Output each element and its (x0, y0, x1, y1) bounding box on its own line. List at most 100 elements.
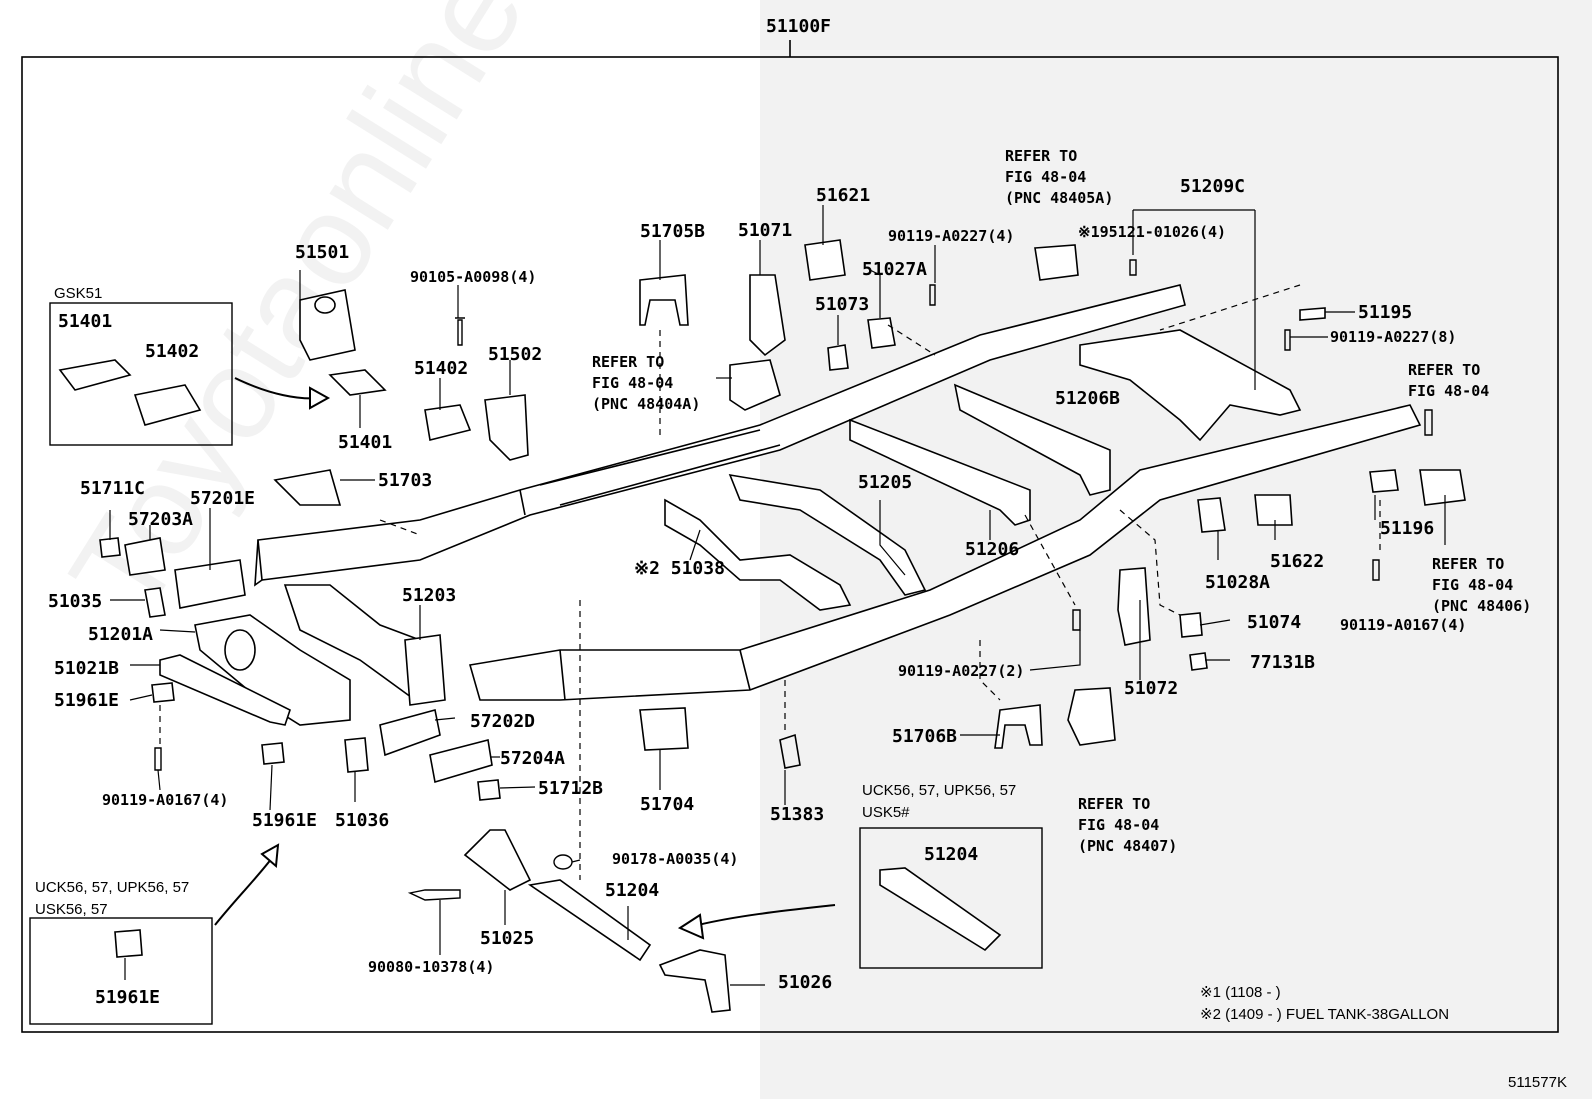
part-51028a: 51028A (1205, 572, 1271, 593)
part-51704: 51704 (640, 794, 695, 815)
part-51071: 51071 (738, 220, 793, 241)
part-51026: 51026 (778, 972, 833, 993)
bracket-51704 (639, 707, 689, 751)
part-51703: 51703 (378, 470, 433, 491)
mount-48405a (1034, 244, 1079, 281)
part-51036: 51036 (335, 810, 390, 831)
transfer-arrows (214, 377, 836, 940)
part-51501: 51501 (295, 242, 350, 263)
part-90105-a0098: 90105-A0098(4) (410, 268, 537, 286)
bracket-51071 (749, 274, 786, 357)
uck-right-box (859, 827, 1043, 969)
note-2: ※2 (1409 - ) FUEL TANK-38GALLON (1200, 1006, 1450, 1023)
uck-right-caption-2: USK5# (862, 804, 910, 821)
cross-member-51209c (1079, 329, 1302, 442)
bracket-51502 (484, 394, 529, 461)
part-51027a: 51027A (862, 259, 928, 280)
part-51195: 51195 (1358, 302, 1413, 323)
right-frame-rail (468, 404, 1422, 701)
part-51383: 51383 (770, 804, 825, 825)
ref-4804: REFER TO FIG 48-04 (1408, 361, 1490, 400)
part-51072: 51072 (1124, 678, 1179, 699)
bracket-51203-side (404, 634, 446, 706)
bracket-57201e (174, 559, 246, 609)
bracket-51622 (1254, 494, 1293, 526)
bracket-51402 (424, 404, 472, 441)
part-51021b: 51021B (54, 658, 120, 679)
bracket-51961e-box (114, 929, 143, 958)
part-51961e-c: 51961E (95, 987, 161, 1008)
bracket-51036 (344, 737, 369, 773)
part-51622: 51622 (1270, 551, 1325, 572)
part-51025: 51025 (480, 928, 535, 949)
bracket-51703 (273, 469, 342, 506)
bracket-51401 (328, 369, 387, 396)
mount-48404a (729, 359, 781, 411)
uck-right-caption-1: UCK56, 57, UPK56, 57 (862, 782, 1017, 799)
part-51073: 51073 (815, 294, 870, 315)
part-51705b: 51705B (640, 221, 706, 242)
part-51706b: 51706B (892, 726, 958, 747)
bar-51204-box (879, 867, 1002, 952)
part-51204: 51204 (605, 880, 660, 901)
part-51502: 51502 (488, 344, 543, 365)
diagram-title: 51100F (766, 16, 832, 37)
uck-left-caption-1: UCK56, 57, UPK56, 57 (35, 879, 190, 896)
mount-48406 (1419, 469, 1466, 506)
leader-lines (109, 205, 1446, 986)
part-51711c: 51711C (80, 478, 146, 499)
part-51402: 51402 (414, 358, 469, 379)
part-51712b: 51712B (538, 778, 604, 799)
bracket-57203a (124, 537, 166, 576)
part-90080-10378: 90080-10378(4) (368, 958, 495, 976)
part-51035: 51035 (48, 591, 103, 612)
part-51209c: 51209C (1180, 176, 1246, 197)
part-51205: 51205 (858, 472, 913, 493)
mount-48407 (1067, 687, 1116, 746)
part-57202d: 57202D (470, 711, 536, 732)
part-195121-01026: ※195121-01026(4) (1078, 223, 1227, 241)
part-77131b: 77131B (1250, 652, 1316, 673)
cross-member-51206 (849, 418, 1031, 526)
cross-member-51206b (953, 383, 1111, 496)
bracket-51035 (144, 587, 166, 618)
bracket-51401-box (58, 359, 132, 391)
cross-member-51201a (194, 614, 351, 726)
part-51401: 51401 (338, 432, 393, 453)
part-90119-a0167-right: 90119-A0167(4) (1340, 616, 1467, 634)
part-90119-a0167-left: 90119-A0167(4) (102, 791, 229, 809)
bracket-51383 (779, 733, 801, 769)
part-57203a: 57203A (128, 509, 194, 530)
ref-48406: REFER TO FIG 48-04 (PNC 48406) (1432, 555, 1532, 615)
bracket-51073 (827, 344, 849, 371)
part-51206b: 51206B (1055, 388, 1121, 409)
part-57201e: 57201E (190, 488, 256, 509)
part-51961e-a: 51961E (54, 690, 120, 711)
part-51401-box: 51401 (58, 311, 113, 332)
bracket-57202d (379, 709, 441, 757)
bar-51021b (159, 654, 291, 726)
part-51203: 51203 (402, 585, 457, 606)
bar-51204 (527, 879, 652, 962)
part-51621: 51621 (816, 185, 871, 206)
bracket-51072 (1117, 567, 1151, 646)
part-51196: 51196 (1380, 518, 1435, 539)
bracket-51711c (99, 537, 121, 558)
gsk-box (49, 302, 233, 446)
bracket-51402-box (133, 384, 202, 426)
gsk-caption: GSK51 (54, 285, 103, 302)
part-57204a: 57204A (500, 748, 566, 769)
part-51402-box: 51402 (145, 341, 200, 362)
dashed-leaders (159, 284, 1381, 880)
bracket-51961e-a (151, 682, 175, 703)
bracket-57204a (429, 739, 493, 784)
left-frame-rail (254, 284, 1186, 587)
bracket-51961e-b (261, 742, 285, 765)
part-90119-a0227-8: 90119-A0227(8) (1330, 328, 1457, 346)
part-51961e-b: 51961E (252, 810, 318, 831)
diagram-border (21, 56, 1559, 1033)
bracket-51705b (639, 274, 689, 326)
uck-left-caption-2: USK56, 57 (35, 901, 108, 918)
part-90119-a0227-2: 90119-A0227(2) (898, 662, 1025, 680)
